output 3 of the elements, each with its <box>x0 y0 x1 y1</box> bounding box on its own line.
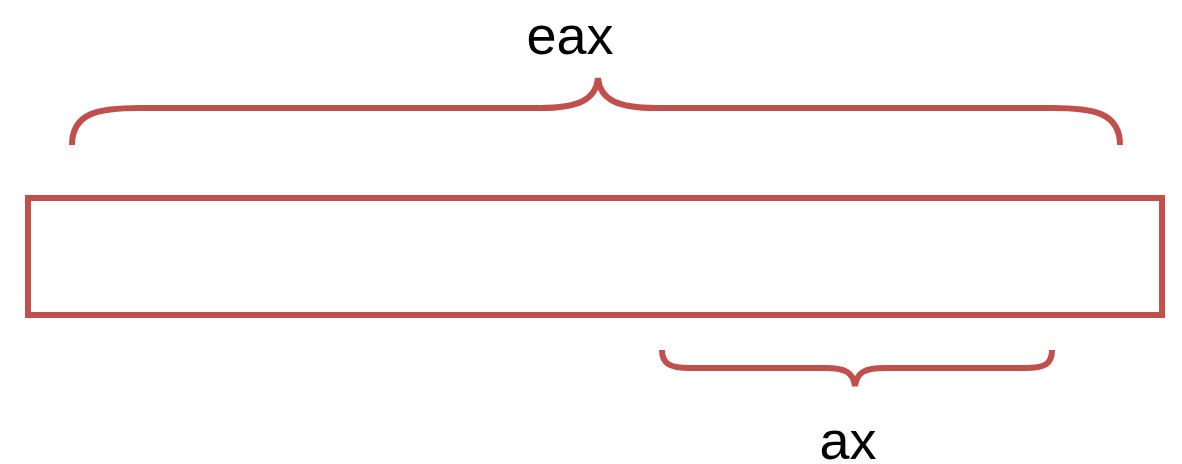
register-bar <box>25 195 1165 318</box>
register-name-label: eax <box>526 5 614 65</box>
register-name-label: ax <box>819 410 877 464</box>
